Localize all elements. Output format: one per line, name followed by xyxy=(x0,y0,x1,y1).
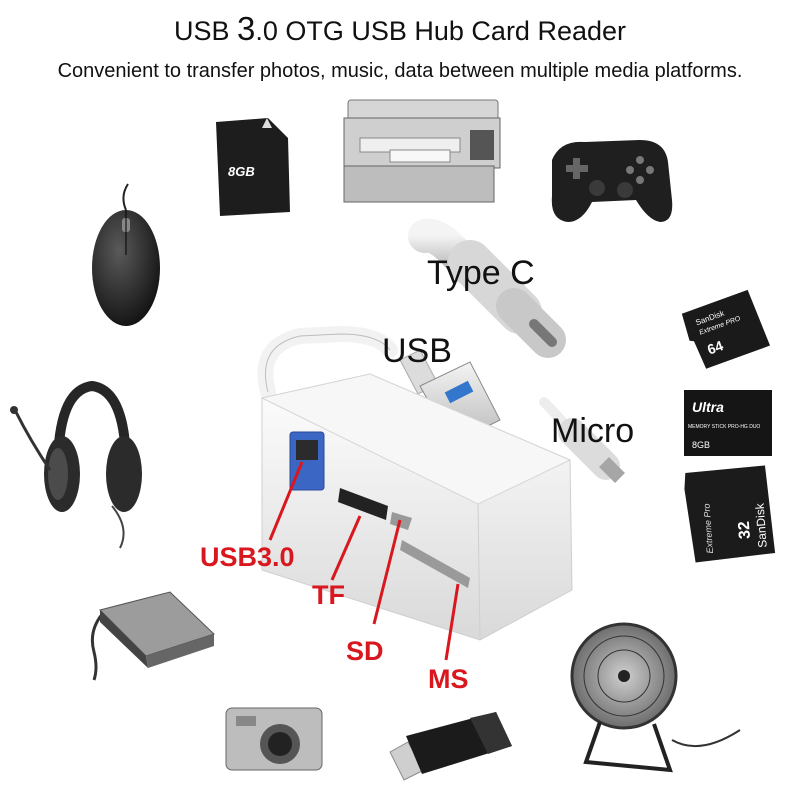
camera-device xyxy=(225,707,323,771)
type-c-cable xyxy=(408,218,566,358)
external-hard-drive xyxy=(90,591,215,681)
title-suffix: .0 OTG USB Hub Card Reader xyxy=(255,16,627,46)
gamepad-device xyxy=(551,140,673,222)
title-number: 3 xyxy=(237,10,256,47)
microsd-capacity-text: 64 xyxy=(705,337,725,357)
micro-usb-cable xyxy=(539,397,625,483)
tf-slot xyxy=(338,488,388,520)
memory-stick-capacity-text: 8GB xyxy=(692,440,710,450)
sd-card-capacity-text: 8GB xyxy=(228,164,255,179)
usb-label: USB xyxy=(382,332,452,370)
sd-card-32-capacity: 32 xyxy=(736,521,754,540)
desk-fan-device xyxy=(570,622,741,773)
sd-card-8gb-device: 8GB xyxy=(216,118,290,216)
usb-flash-drive xyxy=(389,712,512,781)
usb30-port-label: USB3.0 xyxy=(200,542,295,572)
mouse-device xyxy=(92,183,160,326)
port-indicator-lines xyxy=(268,461,460,661)
memory-stick-brand-text: Ultra xyxy=(692,399,724,415)
memory-stick-card: Ultra MEMORY STICK PRO-HG DUO 8GB xyxy=(684,390,772,456)
micro-label: Micro xyxy=(551,412,635,450)
printer-device xyxy=(343,99,501,203)
hub-cable xyxy=(257,325,398,400)
microsd-card-64gb: SanDisk Extreme PRO 64 xyxy=(681,289,771,369)
ms-port-label: MS xyxy=(428,664,469,694)
title-prefix: USB xyxy=(173,16,237,46)
page-title: USB 3.0 OTG USB Hub Card Reader xyxy=(0,10,800,48)
type-c-label: Type C xyxy=(427,254,535,292)
tf-port-label: TF xyxy=(312,580,345,610)
headset-device xyxy=(10,380,142,549)
usb-hub-body xyxy=(260,373,573,641)
sd-card-32-brand: SanDisk xyxy=(753,502,770,549)
sd-port-label: SD xyxy=(346,636,384,666)
sd-card-32-line: Extreme Pro xyxy=(702,503,715,554)
sd-card-32gb: 32 SanDisk Extreme Pro xyxy=(684,465,776,563)
memory-stick-line-text: MEMORY STICK PRO-HG DUO xyxy=(688,424,760,430)
page-subtitle: Convenient to transfer photos, music, da… xyxy=(57,60,743,82)
ms-slot xyxy=(400,540,470,588)
